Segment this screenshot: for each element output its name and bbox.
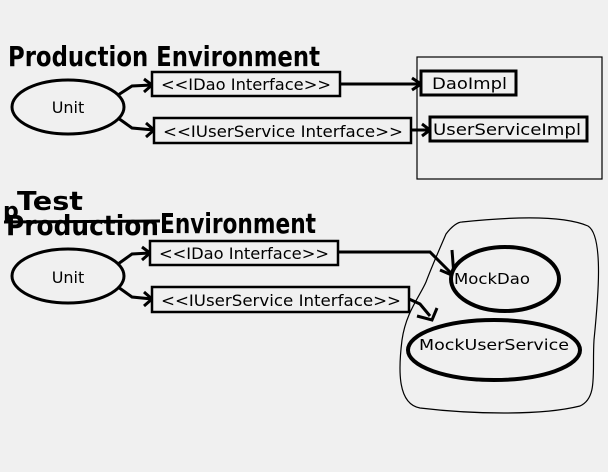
test-mock-dao-node bbox=[449, 245, 561, 313]
production-unit-node bbox=[10, 78, 126, 136]
production-service-impl-box bbox=[428, 115, 589, 143]
test-heading-strikethrough bbox=[3, 219, 161, 224]
production-impl-container bbox=[416, 56, 603, 180]
test-heading-prefix: p bbox=[3, 199, 19, 224]
test-unit-node bbox=[10, 247, 126, 305]
test-mock-service-label: MockUserService bbox=[419, 336, 569, 354]
test-mock-boundary bbox=[399, 217, 600, 414]
test-unit-label: Unit bbox=[52, 268, 85, 287]
test-unit-to-dao-arrow bbox=[117, 251, 151, 266]
test-unit-to-service-arrow bbox=[117, 285, 153, 301]
test-service-interface-label: <<IUserService Interface>> bbox=[161, 291, 401, 310]
production-service-interface-label: <<IUserService Interface>> bbox=[163, 122, 403, 141]
production-dao-impl-box bbox=[419, 69, 518, 97]
test-service-to-mock-arrow bbox=[408, 297, 432, 317]
production-unit-label: Unit bbox=[52, 98, 85, 117]
test-mock-dao-label: MockDao bbox=[454, 270, 530, 288]
test-mock-service-node bbox=[406, 318, 582, 382]
production-service-interface-box bbox=[152, 116, 413, 145]
test-heading-struck: Production bbox=[6, 209, 159, 242]
production-dao-impl-label: DaoImpl bbox=[432, 74, 507, 93]
production-dao-interface-label: <<IDao Interface>> bbox=[161, 75, 331, 94]
production-heading: Production Environment bbox=[8, 40, 320, 73]
production-unit-to-dao-arrow bbox=[117, 83, 153, 97]
test-heading-rest: Environment bbox=[160, 207, 316, 240]
test-service-to-mock-arrowhead bbox=[416, 307, 439, 322]
production-service-impl-label: UserServiceImpl bbox=[433, 120, 581, 139]
production-unit-to-service-arrow bbox=[117, 116, 155, 132]
test-dao-interface-box bbox=[148, 239, 340, 267]
test-dao-to-mock-arrow bbox=[338, 250, 454, 276]
test-heading-correction: Test bbox=[17, 187, 83, 217]
test-dao-interface-label: <<IDao Interface>> bbox=[159, 244, 329, 263]
